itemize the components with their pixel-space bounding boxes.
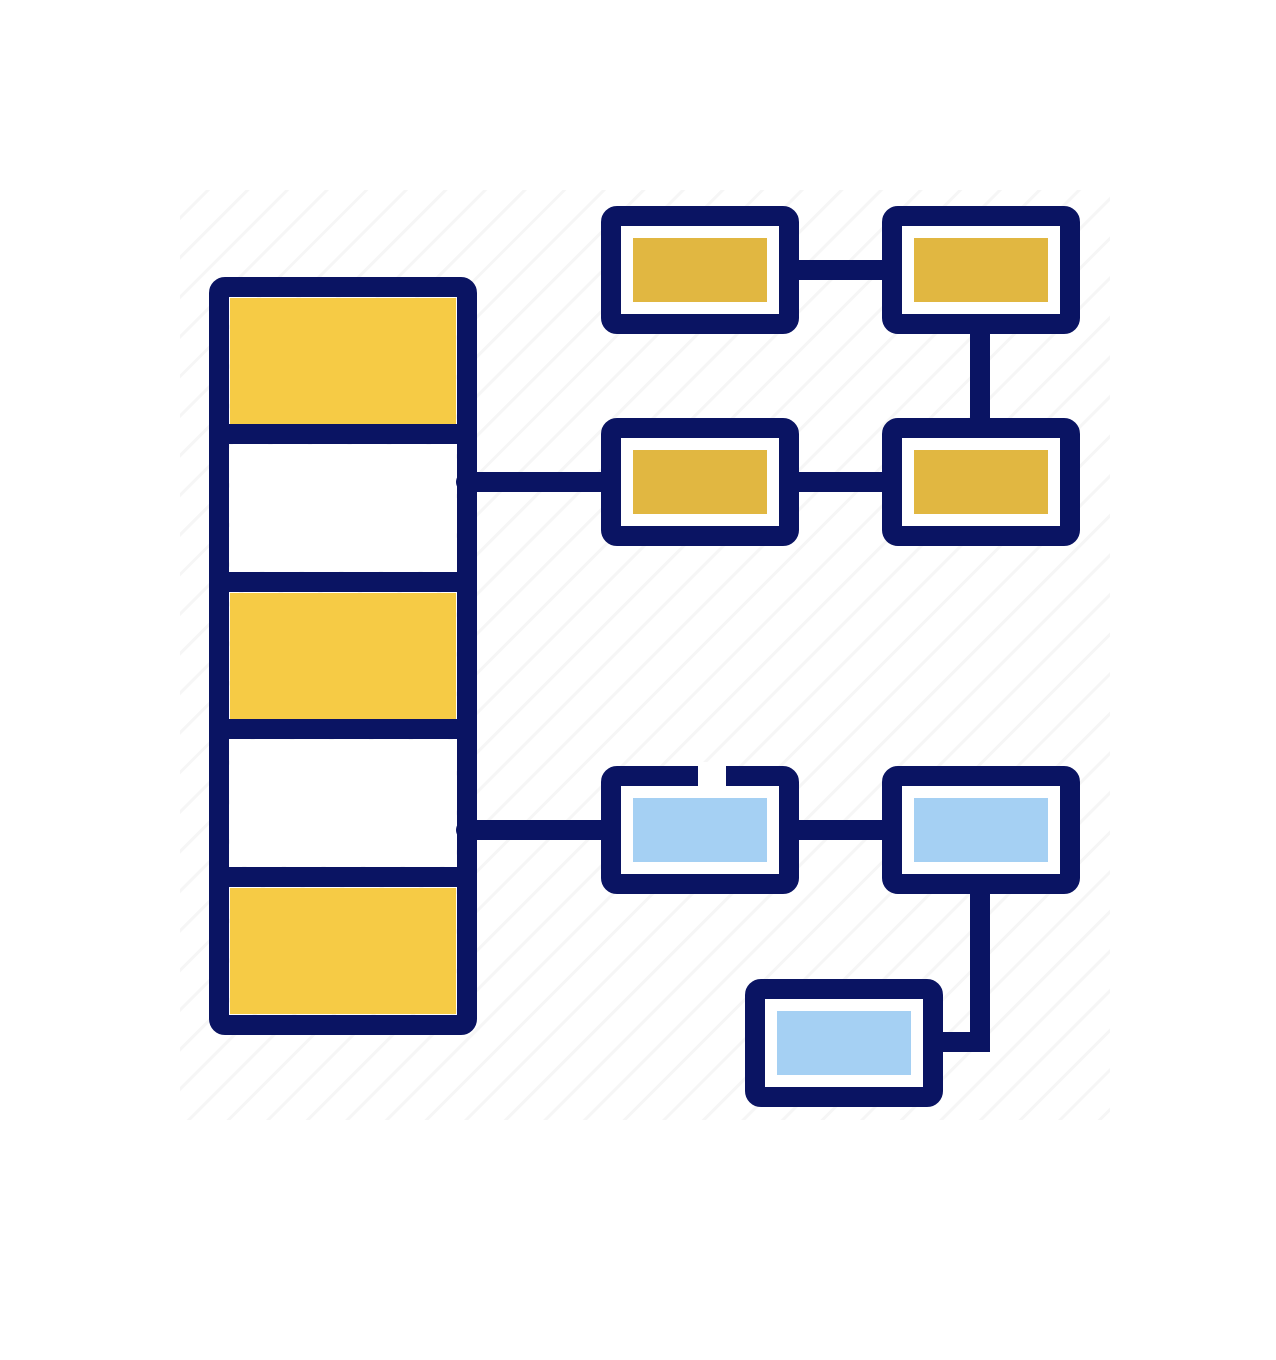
column-segment-4 [230,740,456,866]
lower-branch [601,762,1080,1107]
lower-box-left [601,762,799,894]
upper-branch [601,206,1080,546]
upper-box-bottom-right-fill [914,450,1048,514]
lower-box-left-gap [698,762,726,790]
lower-box-right-fill [914,798,1048,862]
upper-box-top-right-fill [914,238,1048,302]
connector-lower-elbow [922,872,990,1052]
lower-box-right [882,766,1080,894]
lower-box-bottom [745,979,943,1107]
column-outline [209,277,477,1035]
upper-box-bottom-left-fill [633,450,767,514]
column-segment-2 [230,445,456,571]
column-segment-3 [230,593,456,719]
upper-box-top-right [882,206,1080,334]
column-segment-1 [230,298,456,424]
column-segment-5 [230,888,456,1014]
connector-lines [456,260,990,1052]
lower-box-left-gap-cap-right [726,766,746,786]
upper-box-bottom-right [882,418,1080,546]
lower-box-left-fill [633,798,767,862]
stacked-column [209,277,477,1035]
upper-box-bottom-left [601,418,799,546]
upper-box-top-left-fill [633,238,767,302]
upper-box-top-left [601,206,799,334]
lower-box-left-gap-cap-left [678,766,698,786]
lower-box-bottom-fill [777,1011,911,1075]
